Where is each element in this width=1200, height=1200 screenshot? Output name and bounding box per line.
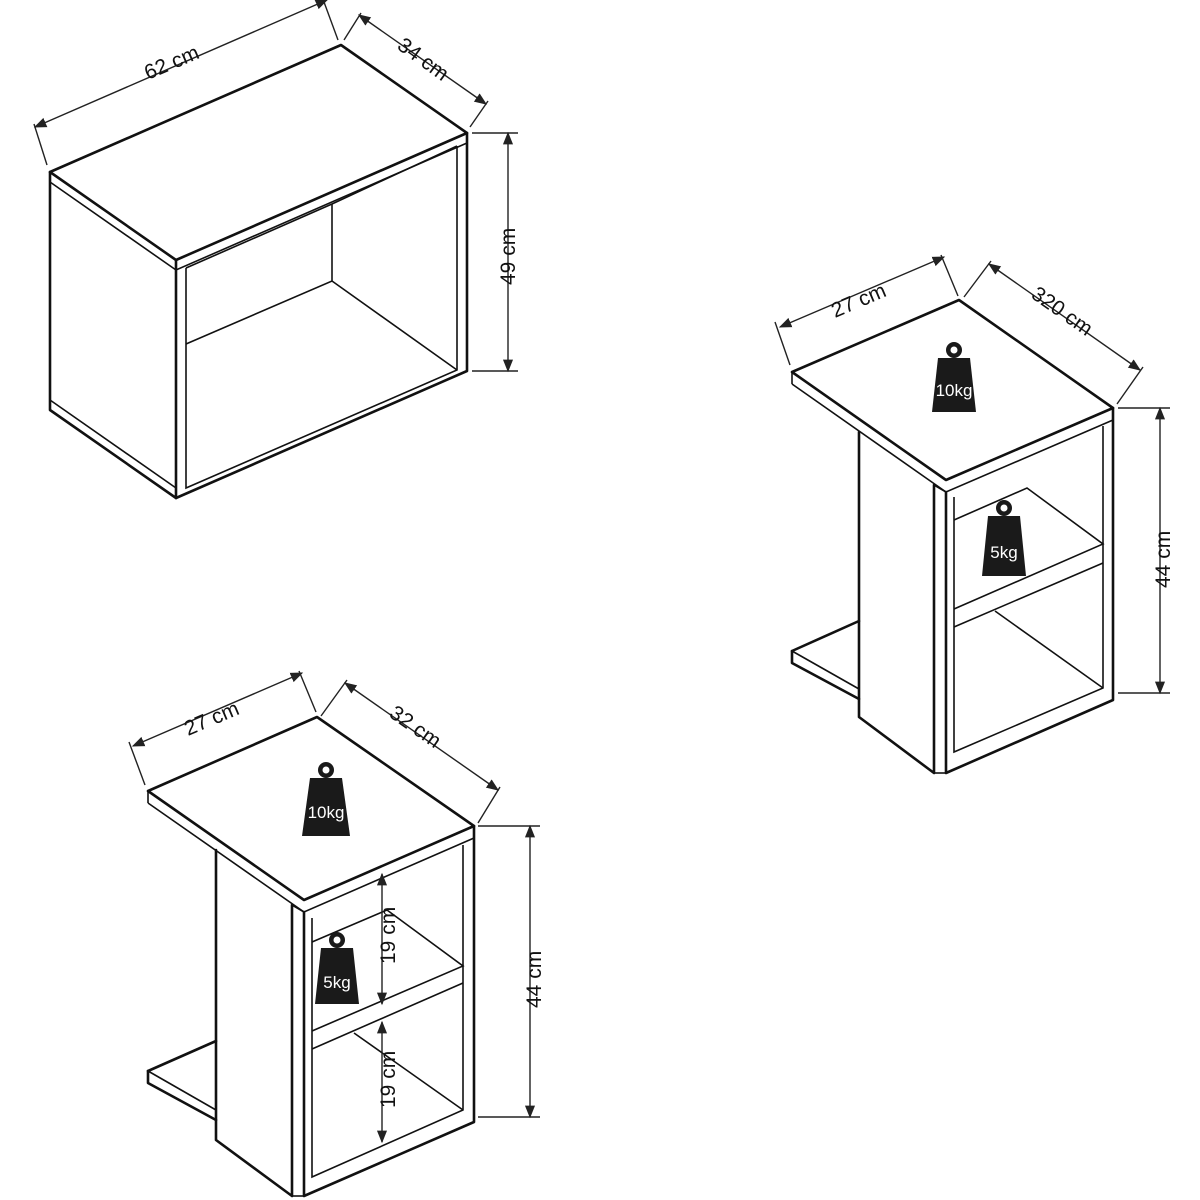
right-table-width-label: 27 cm xyxy=(828,279,890,323)
left-table-width-label: 27 cm xyxy=(181,697,243,741)
box-width-dimension: 62 cm xyxy=(33,0,339,166)
box-width-label: 62 cm xyxy=(141,41,203,85)
left-top-load-label: 10kg xyxy=(308,803,345,822)
weight-icon: 5kg xyxy=(982,500,1026,576)
left-table-depth-label: 32 cm xyxy=(385,701,445,753)
right-top-load-label: 10kg xyxy=(936,381,973,400)
weight-icon: 10kg xyxy=(932,342,976,412)
right-table-height-dimension: 44 cm xyxy=(1118,406,1175,695)
weight-icon: 5kg xyxy=(315,932,359,1004)
right-table-depth-dimension: 320 cm xyxy=(963,260,1144,405)
right-shelf-load-label: 5kg xyxy=(990,543,1017,562)
box-depth-label: 34 cm xyxy=(393,33,453,85)
left-table-width-dimension: 27 cm xyxy=(128,670,317,786)
weight-icon: 10kg xyxy=(302,762,350,836)
left-table-lower-gap-label: 19 cm xyxy=(377,1051,400,1108)
left-table-upper-gap-dimension: 19 cm xyxy=(376,872,400,1006)
right-table-depth-label: 320 cm xyxy=(1027,282,1097,340)
left-table-lower-gap-dimension: 19 cm xyxy=(376,1020,400,1144)
box-height-dimension: 49 cm xyxy=(472,131,520,373)
open-box-unit xyxy=(48,43,469,500)
box-depth-dimension: 34 cm xyxy=(343,12,489,128)
left-table-height-label: 44 cm xyxy=(523,951,546,1008)
left-table-height-dimension: 44 cm xyxy=(478,824,546,1119)
box-height-label: 49 cm xyxy=(497,228,520,285)
right-table-width-dimension: 27 cm xyxy=(774,254,959,366)
left-shelf-load-label: 5kg xyxy=(323,973,350,992)
left-table-upper-gap-label: 19 cm xyxy=(377,907,400,964)
left-table-depth-dimension: 32 cm xyxy=(320,679,501,824)
right-table-height-label: 44 cm xyxy=(1152,531,1175,588)
